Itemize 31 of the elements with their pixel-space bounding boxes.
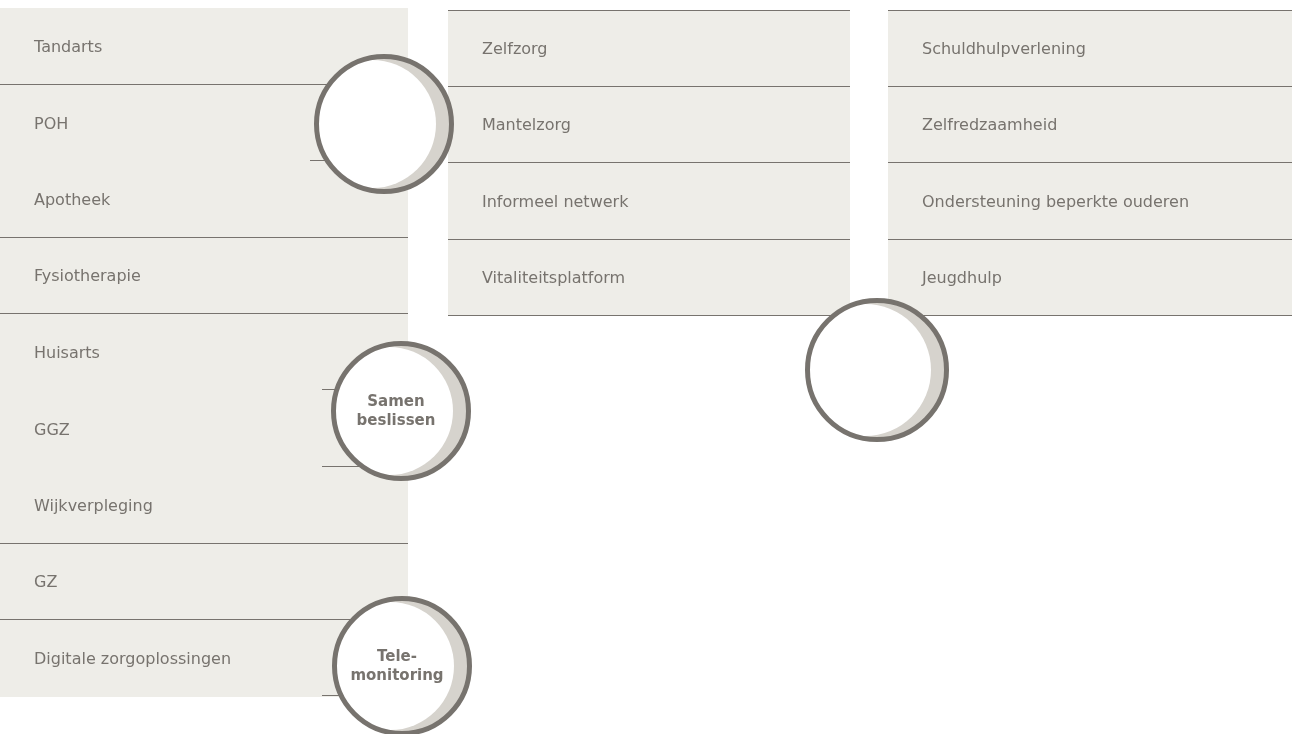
list-row: [448, 10, 850, 87]
row-label: Ondersteuning beperkte ouderen: [922, 191, 1190, 211]
row-label: Digitale zorgoplossingen: [34, 648, 232, 668]
row-label: Apotheek: [34, 189, 111, 209]
row-label: Informeel netwerk: [482, 191, 629, 211]
row-label: Wijkverpleging: [34, 495, 153, 515]
row-label: Zelfzorg: [482, 38, 548, 58]
badge-circle: [805, 298, 949, 442]
row-label: Schuldhulpverlening: [922, 38, 1086, 58]
row-label: GZ: [34, 571, 58, 591]
row-label: Tandarts: [34, 36, 103, 56]
row-label: Vitaliteitsplatform: [482, 267, 626, 287]
row-label: Fysiotherapie: [34, 265, 141, 285]
list-row: [888, 163, 1292, 240]
list-row: [888, 10, 1292, 87]
label-circle: [331, 341, 471, 481]
list-row: [888, 86, 1292, 163]
row-label: GGZ: [34, 419, 70, 439]
badge-circle: [314, 54, 454, 194]
circle-label: Samen beslissen: [355, 392, 437, 430]
row-label: Jeugdhulp: [922, 267, 1002, 287]
list-row: [448, 86, 850, 163]
list-row: [448, 163, 850, 240]
list-row: [448, 239, 850, 316]
row-label: Zelfredzaamheid: [922, 114, 1058, 134]
row-label: POH: [34, 113, 69, 133]
row-label: Mantelzorg: [482, 114, 571, 134]
label-circle: [332, 596, 472, 734]
row-label: Huisarts: [34, 342, 100, 362]
circle-label: Tele-monitoring: [349, 647, 445, 685]
list-row: [888, 239, 1292, 316]
